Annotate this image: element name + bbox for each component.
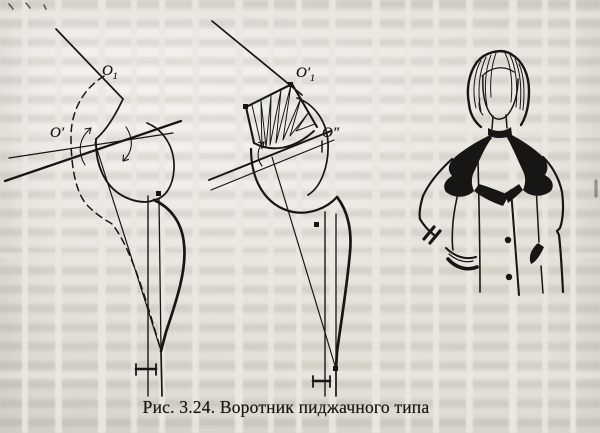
measure-tick-ends [135, 363, 157, 376]
neckline-oval [296, 97, 329, 196]
fan-top-edge [244, 82, 294, 109]
neck-lines [491, 114, 508, 130]
lapel-edge-curve [152, 198, 186, 353]
undercollar-dashed-curve [70, 75, 161, 348]
left-body-panel-line [477, 161, 481, 293]
button [504, 236, 512, 244]
right-sleeve-inner-lower [540, 265, 544, 294]
right-sleeve-inner [535, 184, 540, 243]
left-sleeve-outer [418, 157, 454, 221]
angle-arc-arrow [84, 127, 92, 135]
angle-arc-arrow [257, 141, 265, 149]
jacket-front-edge [510, 189, 520, 296]
right-lapel-roll [505, 184, 523, 203]
point-label-base: O′ [50, 125, 65, 141]
angle-arc [257, 141, 265, 167]
angle-arc-2-arrow [122, 154, 130, 162]
neck-base-line [208, 130, 332, 181]
construction-point-dot [314, 222, 319, 227]
construction-point-dot [156, 191, 161, 196]
face-outline [482, 75, 519, 120]
measure-tick-ends [312, 375, 331, 388]
point-label-base: O′ [296, 65, 311, 81]
shoulder-extension-line [211, 20, 303, 96]
point-label-o-prime: O′ [50, 126, 64, 145]
button [503, 192, 511, 200]
right-lapel [506, 133, 553, 196]
point-label-base: O″ [322, 125, 340, 141]
choker-band [488, 127, 512, 138]
left-lapel-roll [474, 184, 509, 206]
bangs-line [481, 67, 515, 77]
lapel-edge-curve [334, 195, 352, 371]
collar-draft-basic [3, 28, 186, 397]
point-label-sub: 1 [112, 72, 118, 82]
point-label-o1: O1 [102, 64, 118, 83]
construction-point-dot [243, 104, 248, 109]
jacket-model-illustration [418, 50, 565, 296]
construction-point-dot [333, 366, 338, 371]
fan-left-edge [244, 105, 256, 145]
right-cuff-vent [529, 243, 544, 264]
neck-base-line [3, 119, 183, 183]
point-label-o1-prime: O′1 [296, 66, 315, 85]
roll-line [94, 142, 162, 352]
collar-stand-curve [249, 147, 339, 214]
left-cuff-top [445, 247, 477, 260]
angle-arc-2 [122, 126, 132, 162]
collar-back-curve [95, 98, 124, 140]
neckline-oval [146, 122, 175, 201]
left-cuff-inner [448, 253, 474, 263]
angle-arc [79, 127, 92, 166]
point-label-base: O [102, 63, 113, 79]
left-sleeve-inner [451, 158, 468, 251]
collar-draft-slashed [208, 20, 352, 397]
construction-point-dot [288, 82, 293, 87]
hand-fingers [422, 225, 442, 245]
ear-line [478, 98, 484, 116]
figure-caption: Рис. 3.24. Воротник пиджачного типа [142, 397, 430, 417]
point-label-sub: 1 [310, 74, 315, 84]
front-vertical-line-2 [158, 197, 162, 352]
scan-artifacts [8, 2, 598, 198]
point-label-o-double-prime: O″ [322, 126, 339, 145]
fan-right-edge [290, 82, 319, 129]
left-cuff-bottom [446, 257, 479, 271]
left-lapel [444, 135, 492, 197]
neck-aux-line [210, 139, 335, 191]
hair [466, 50, 531, 129]
button [505, 273, 513, 281]
neck-aux-line [8, 132, 174, 159]
right-sleeve-outer [541, 155, 565, 294]
roll-line [271, 156, 337, 370]
slash-spread-lines [251, 84, 316, 150]
front-vertical-lower [160, 350, 163, 397]
collar-stand-curve [95, 138, 155, 203]
shoulder-extension-line [55, 28, 124, 100]
left-forearm [418, 217, 436, 237]
fan-bottom-curve [253, 130, 315, 150]
